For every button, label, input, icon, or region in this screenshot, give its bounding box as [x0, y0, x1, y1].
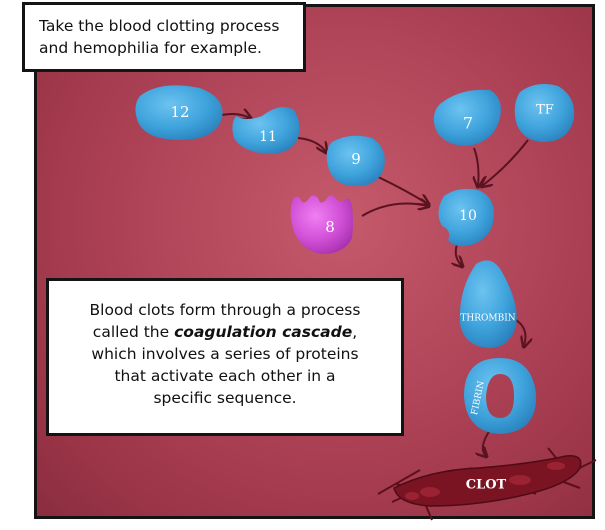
caption-main-line-2: called the coagulation cascade,: [59, 321, 391, 343]
arrow-8-to-10: [361, 204, 428, 217]
tissue-factor-blob: TF: [514, 84, 575, 142]
thrombin-label: THROMBIN: [460, 314, 515, 324]
cascade-arrows: [221, 114, 529, 456]
factor-11-label: 11: [259, 129, 277, 145]
clot-cells: [405, 462, 565, 500]
caption-main-line-5: specific sequence.: [153, 389, 297, 407]
caption-main: Blood clots form through a process calle…: [46, 278, 404, 436]
arrow-tf-to-10: [482, 139, 529, 186]
fibrin-ring: FIBRIN: [464, 358, 537, 434]
factor-9-blob: 9: [326, 135, 385, 187]
factor-7-label: 7: [463, 114, 473, 133]
caption-main-line-4: that activate each other in a: [114, 367, 336, 385]
arrow-9-to-10: [375, 175, 428, 204]
arrow-fibrin-to-clot: [483, 429, 491, 456]
arrow-12-to-11: [221, 114, 250, 118]
caption-top: Take the blood clotting process and hemo…: [22, 2, 306, 72]
blood-clot: CLOT: [377, 447, 597, 521]
caption-main-line-2-suffix: ,: [352, 323, 358, 341]
tf-label: TF: [536, 103, 554, 118]
factor-10-label: 10: [459, 208, 477, 224]
factor-7-blob: 7: [433, 89, 501, 146]
factor-10-blob: 10: [438, 188, 494, 247]
caption-main-line-2-prefix: called the: [92, 323, 175, 341]
caption-main-line-1: Blood clots form through a process: [89, 301, 361, 319]
caption-main-line-3: which involves a series of proteins: [91, 345, 359, 363]
caption-top-line-1: Take the blood clotting process: [39, 17, 280, 35]
arrow-11-to-9: [297, 137, 326, 152]
coagulation-cascade-term: coagulation cascade: [174, 323, 353, 341]
factor-8-blob: 8: [290, 195, 353, 254]
factor-8-label: 8: [325, 218, 335, 236]
factor-12-label: 12: [170, 103, 189, 121]
factor-11-blob: 11: [232, 107, 300, 154]
factor-9-label: 9: [351, 150, 361, 168]
caption-top-line-2: and hemophilia for example.: [39, 39, 262, 57]
clot-label: CLOT: [466, 478, 507, 493]
arrow-7-to-10: [474, 147, 479, 186]
factor-12-blob: 12: [135, 85, 223, 140]
thrombin-blob: THROMBIN: [459, 260, 517, 348]
